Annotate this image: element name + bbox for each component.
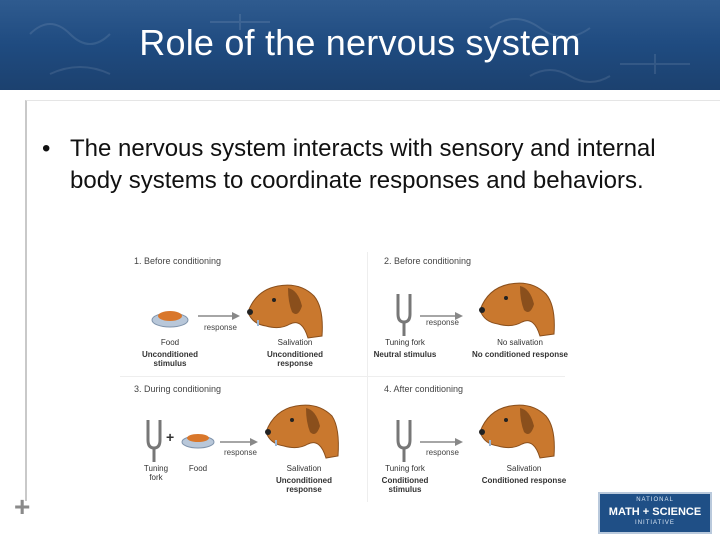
arrow-label: response [426,448,459,457]
dog-head-icon [479,404,555,459]
stimulus-label: Tuning fork [385,464,425,473]
response-type: Unconditioned response [267,350,323,368]
plus-icon: + [166,429,174,445]
response-label: No salivation [497,338,543,347]
title-banner: Role of the nervous system [0,0,720,90]
arrow-head-icon [455,312,463,320]
stimulus-label: Tuning fork [143,464,169,482]
logo-line-2: MATH + SCIENCE [608,506,702,518]
corner-plus-icon: + [14,491,31,522]
tuning-fork-icon [396,294,412,336]
stimulus-type: Conditioned stimulus [381,476,429,494]
panel-illustration [396,404,555,462]
classical-conditioning-diagram: 1. Before conditioning response Food Unc… [120,252,568,505]
response-label: Salivation [277,338,313,347]
formula-decoration [29,14,690,83]
diagram-divider-horizontal [120,376,565,377]
panel-during-conditioning: 3. During conditioning + response Tuning… [120,380,342,505]
arrow-label: response [224,448,257,457]
food-icon [187,434,209,442]
panel-title: 1. Before conditioning [134,256,222,266]
logo-line-3: INITIATIVE [635,520,675,526]
response-label: Salivation [286,464,322,473]
arrow-head-icon [250,438,258,446]
bullet-dot: • [42,135,51,162]
stimulus-label: Food [160,338,180,347]
panel-after-conditioning: 4. After conditioning response Tuning fo… [370,380,592,505]
arrow-head-icon [232,312,240,320]
stimulus-label-food: Food [188,464,208,473]
dog-head-icon [265,404,339,459]
slide-title: Role of the nervous system [139,22,581,63]
stimulus-type: Unconditioned stimulus [142,350,198,368]
panel-before-conditioning-food: 1. Before conditioning response Food Unc… [120,252,342,377]
panel-title: 4. After conditioning [384,384,464,394]
response-label: Salivation [506,464,542,473]
panel-title: 3. During conditioning [134,384,222,394]
bullet-text: The nervous system interacts with sensor… [70,135,656,194]
response-type: Unconditioned response [276,476,332,494]
response-type: No conditioned response [471,350,568,359]
tuning-fork-icon [396,420,412,462]
panel-illustration: + [146,404,339,462]
arrow-head-icon [455,438,463,446]
arrow-label: response [204,323,237,332]
formula-background-pattern [0,0,720,90]
dog-head-icon [247,284,323,339]
content-frame [25,100,720,501]
logo-line-1: NATIONAL [636,497,674,503]
panel-before-conditioning-fork: 2. Before conditioning response Tuning f… [370,252,592,377]
response-type: Conditioned response [481,476,567,485]
food-icon [158,311,182,321]
panel-title: 2. Before conditioning [384,256,472,266]
nmsi-logo: NATIONAL MATH + SCIENCE INITIATIVE [598,492,712,534]
stimulus-label: Tuning fork [385,338,425,347]
panel-illustration [396,282,555,337]
panel-illustration [151,284,323,339]
dog-head-icon [479,282,555,337]
arrow-label: response [426,318,459,327]
tuning-fork-icon [146,420,162,462]
stimulus-type: Neutral stimulus [373,350,437,359]
diagram-divider-vertical [367,252,368,502]
